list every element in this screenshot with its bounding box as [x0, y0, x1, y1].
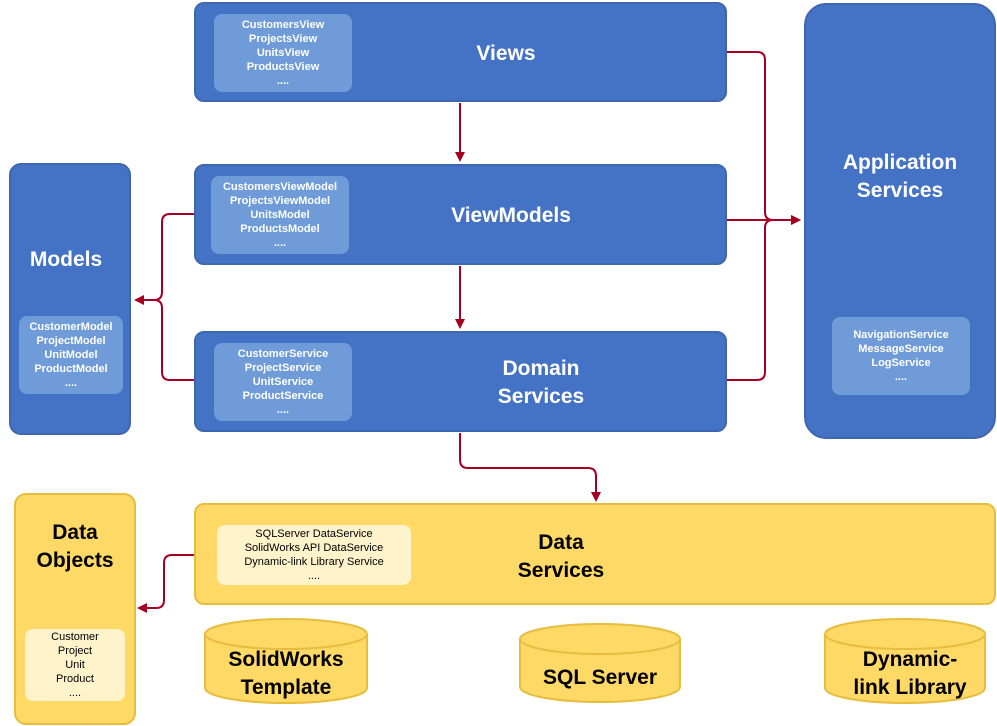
title-line: Services [497, 385, 585, 408]
list-item: UnitsView [256, 47, 310, 59]
models-block: Models CustomerModel ProjectModel UnitMo… [9, 163, 131, 435]
domain-services-block: CustomerService ProjectService UnitServi… [194, 331, 727, 432]
list-item: CustomersView [241, 19, 325, 31]
application-services-item-list: NavigationService MessageService LogServ… [832, 317, 970, 395]
title-line: Application [842, 151, 958, 174]
title-line: Domain [502, 357, 580, 380]
models-item-list: CustomerModel ProjectModel UnitModel Pro… [19, 316, 123, 394]
list-item: ProjectsViewModel [229, 195, 331, 207]
list-item: NavigationService [853, 329, 949, 341]
arrow-domain-to-models [153, 299, 195, 381]
domain-services-item-list: CustomerService ProjectService UnitServi… [214, 343, 352, 421]
title-line: Data [52, 521, 98, 544]
data-services-item-list: SQLServer DataService SolidWorks API Dat… [217, 525, 411, 585]
models-title: Models [29, 248, 103, 271]
arrow-viewmodels-to-models [134, 213, 195, 305]
list-item: Project [57, 645, 93, 657]
list-item: .... [64, 377, 78, 389]
list-item: MessageService [858, 343, 944, 355]
label-line: link Library [853, 676, 967, 699]
viewmodels-title: ViewModels [451, 204, 571, 227]
arrow-views-to-appservices [727, 51, 801, 225]
views-item-list: CustomersView ProjectsView UnitsView Pro… [214, 14, 352, 92]
list-item: SolidWorks API DataService [244, 542, 384, 554]
list-item: ProductService [242, 390, 324, 402]
list-item: .... [894, 371, 908, 383]
list-item: Unit [65, 659, 85, 671]
views-title: Views [476, 42, 536, 65]
list-item: Customer [51, 631, 99, 643]
list-item: SQLServer DataService [255, 528, 373, 540]
sql-server-label: SQL Server [542, 666, 657, 689]
data-services-block: SQLServer DataService SolidWorks API Dat… [194, 503, 996, 605]
arrow-dataservices-to-dataobjects [137, 554, 195, 613]
label-line: SolidWorks [228, 648, 344, 671]
views-block: CustomersView ProjectsView UnitsView Pro… [194, 2, 727, 102]
solidworks-template-label: SolidWorks Template [205, 646, 367, 702]
viewmodels-block: CustomersViewModel ProjectsViewModel Uni… [194, 164, 727, 265]
list-item: ProductsView [246, 61, 320, 73]
list-item: ProjectsView [248, 33, 318, 45]
arrow-domain-to-dataservices [459, 433, 601, 502]
list-item: LogService [871, 357, 931, 369]
domain-services-title: Domain Services [466, 355, 616, 411]
list-item: CustomerService [237, 348, 329, 360]
application-services-title: Application Services [806, 149, 994, 205]
list-item: ProductModel [34, 363, 108, 375]
label-line: Dynamic- [862, 648, 958, 671]
data-objects-title: Data Objects [16, 519, 134, 575]
list-item: UnitModel [44, 349, 98, 361]
data-objects-block: Data Objects Customer Project Unit Produ… [14, 493, 136, 725]
list-item: UnitService [252, 376, 314, 388]
list-item: CustomersViewModel [222, 181, 338, 193]
list-item: ProjectModel [36, 335, 106, 347]
list-item: Dynamic-link Library Service [244, 556, 384, 568]
arrow-domain-to-appservices [727, 219, 774, 381]
title-line: Objects [36, 549, 114, 572]
data-services-title: Data Services [486, 529, 636, 585]
title-line: Services [856, 179, 944, 202]
data-objects-item-list: Customer Project Unit Product .... [25, 629, 125, 701]
label-line: Template [240, 676, 332, 699]
list-item: CustomerModel [29, 321, 113, 333]
list-item: .... [307, 570, 321, 582]
list-item: UnitsModel [250, 209, 310, 221]
list-item: .... [276, 75, 290, 87]
list-item: Product [56, 673, 94, 685]
application-services-block: Application Services NavigationService M… [804, 3, 996, 439]
list-item: .... [276, 404, 290, 416]
title-line: Services [517, 559, 605, 582]
dynamic-link-library-label: Dynamic- link Library [830, 646, 990, 702]
viewmodels-item-list: CustomersViewModel ProjectsViewModel Uni… [211, 176, 349, 254]
title-line: Data [538, 531, 584, 554]
list-item: ProjectService [244, 362, 322, 374]
list-item: .... [273, 237, 287, 249]
list-item: .... [68, 687, 82, 699]
list-item: ProductsModel [240, 223, 320, 235]
